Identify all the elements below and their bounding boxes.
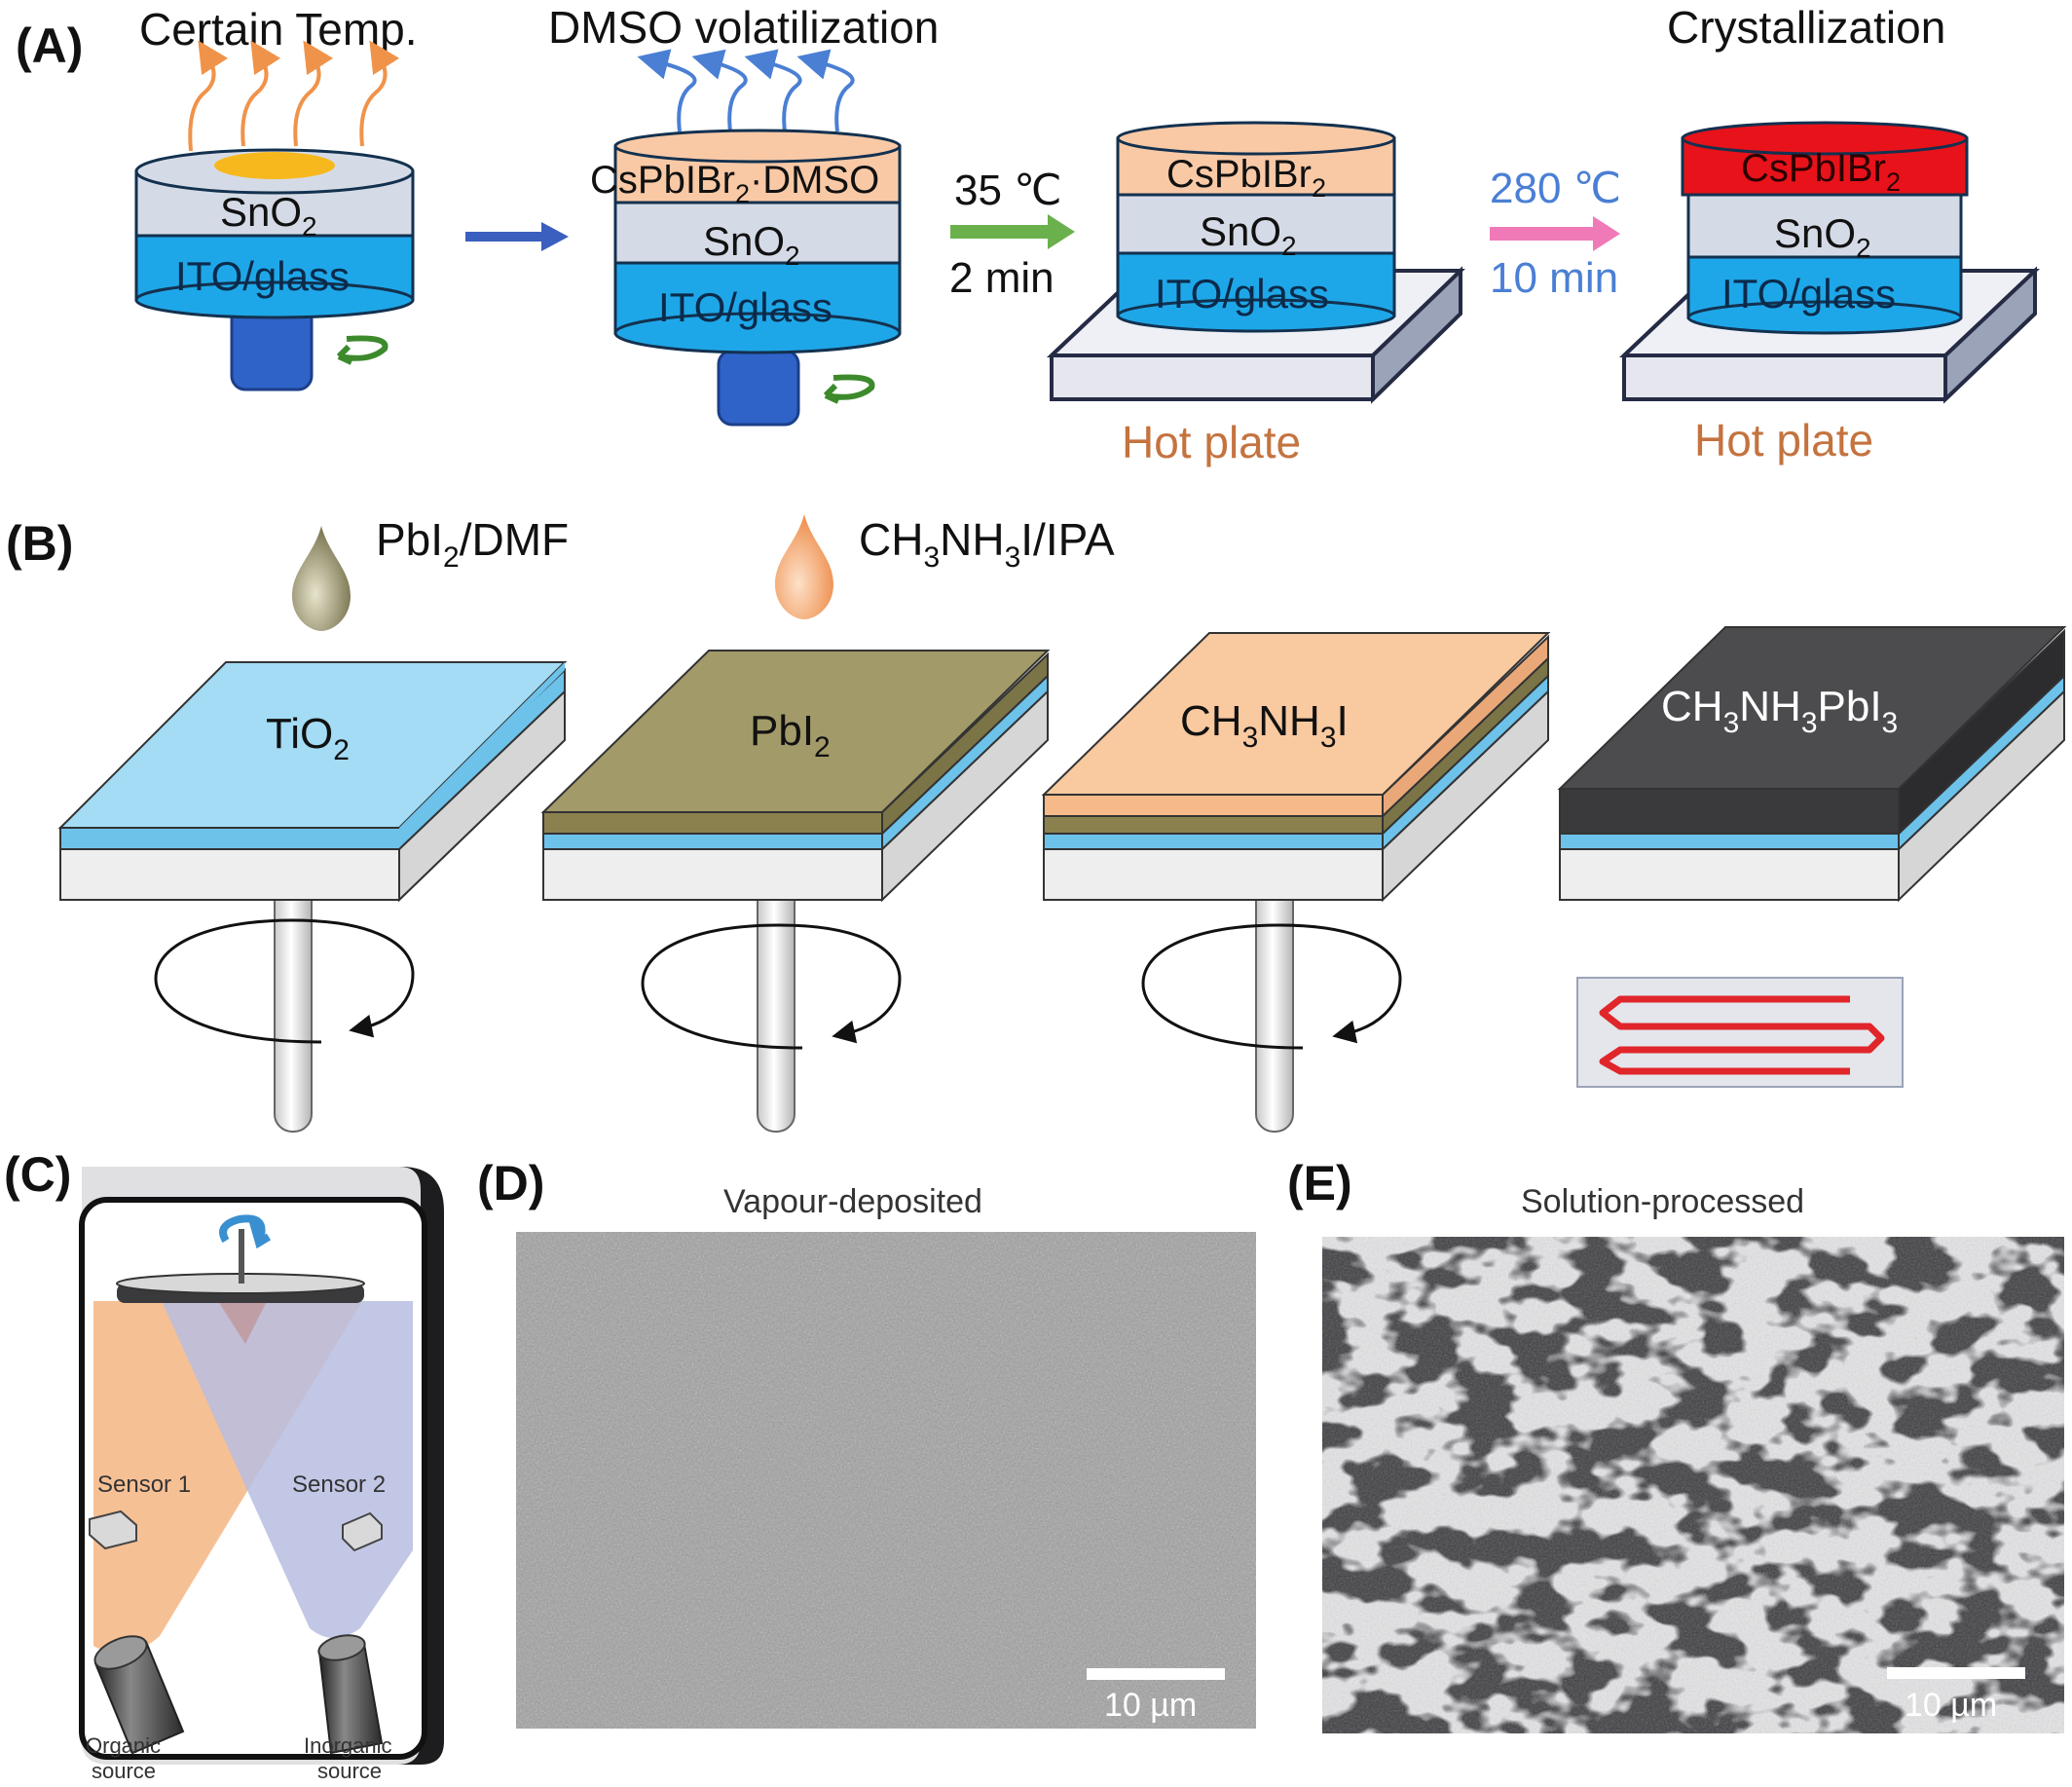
rotation-arrow xyxy=(1141,923,1402,1050)
hot-plate-label: Hot plate xyxy=(1694,415,1873,465)
heater-coil xyxy=(1599,995,1885,1075)
step2-stack: CsPbIBr2·DMSO SnO2 ITO/glass xyxy=(590,49,902,427)
panel-a: Certain Temp. DMSO volatilization Crysta… xyxy=(134,2,2041,467)
heat-arrow xyxy=(188,40,229,152)
mai-drop xyxy=(775,514,833,619)
drop2-label: CH3NH3I/IPA xyxy=(859,514,1115,574)
sno2-label: SnO2 xyxy=(1774,210,1871,263)
ito-label: ITO/glass xyxy=(658,284,832,330)
spin-rod xyxy=(1255,875,1294,1133)
panel-label-c: (C) xyxy=(4,1147,71,1202)
anneal1-time: 2 min xyxy=(949,254,1054,302)
spin-rod xyxy=(274,875,313,1133)
vapour-arrow xyxy=(796,49,855,132)
substrate-perovskite: CH3NH3PbI3 xyxy=(1557,626,2067,1088)
panel-label-a: (A) xyxy=(16,19,83,73)
ito-label: ITO/glass xyxy=(1721,271,1896,316)
rotation-arrow xyxy=(154,918,415,1044)
vapour-arrow xyxy=(691,49,748,132)
tio2-label: TiO2 xyxy=(266,710,350,766)
inorganic-label-1: Inorganic xyxy=(304,1733,392,1758)
spin-chuck xyxy=(717,349,800,427)
anneal1-temp: 35 ℃ xyxy=(954,167,1062,214)
sensor2-icon xyxy=(342,1511,383,1552)
rotation-icon xyxy=(336,335,388,365)
anneal2-temp: 280 ℃ xyxy=(1490,165,1621,212)
sno2-label: SnO2 xyxy=(220,189,317,242)
scale-label-d: 10 µm xyxy=(1104,1687,1197,1724)
film-label: CsPbIBr2 xyxy=(1166,153,1326,203)
perovskite-label: CH3NH3PbI3 xyxy=(1661,683,1898,739)
heat-arrow xyxy=(240,40,281,147)
drop1-label: PbI2/DMF xyxy=(376,514,569,574)
anneal2-time: 10 min xyxy=(1490,254,1618,302)
panel-label-d: (D) xyxy=(477,1156,544,1210)
step2-title: DMSO volatilization xyxy=(548,2,939,53)
panel-label-b: (B) xyxy=(6,516,73,571)
hot-plate-label: Hot plate xyxy=(1122,417,1301,467)
vapour-arrow xyxy=(637,49,697,132)
panel-e-title: Solution-processed xyxy=(1521,1183,1804,1220)
heat-arrow xyxy=(359,40,400,147)
sno2-label: SnO2 xyxy=(1200,208,1297,261)
panel-d-title: Vapour-deposited xyxy=(723,1183,982,1220)
panel-c: Sensor 1 Sensor 2 Organic source Inorgan… xyxy=(79,1167,444,1783)
step1-stack: SnO2 ITO/glass xyxy=(134,40,415,391)
sensor2-label: Sensor 2 xyxy=(292,1471,386,1498)
pbi2-label: PbI2 xyxy=(750,707,831,763)
rotation-arrow xyxy=(641,923,902,1050)
sem-image-solution xyxy=(1322,1237,2064,1733)
inorganic-beam xyxy=(162,1301,413,1638)
spin-rod xyxy=(757,875,796,1133)
panel-b: PbI2/DMF CH3NH3I/IPA TiO2 PbI2 xyxy=(57,514,2067,1133)
sensor1-icon xyxy=(89,1509,137,1550)
perovskite-top xyxy=(1557,626,2067,790)
substrate-mai: CH3NH3I xyxy=(1041,632,1551,1133)
step1-title: Certain Temp. xyxy=(139,4,418,55)
sno2-label: SnO2 xyxy=(703,218,800,271)
step3-stack: CsPbIBr2 SnO2 ITO/glass Hot plate xyxy=(1046,121,1465,467)
sno2-layer xyxy=(613,199,902,265)
vapour-arrow xyxy=(744,49,802,132)
intermediate-label: CsPbIBr2·DMSO xyxy=(590,159,879,208)
rotation-icon xyxy=(219,1214,272,1249)
substrate-pbi2: PbI2 xyxy=(540,650,1051,1133)
pbi2-top xyxy=(540,650,1051,813)
panel-label-e: (E) xyxy=(1287,1156,1352,1210)
sensor1-label: Sensor 1 xyxy=(97,1471,191,1498)
ito-label: ITO/glass xyxy=(175,253,350,299)
step4-title: Crystallization xyxy=(1667,2,1945,53)
sno2-layer xyxy=(1686,191,1963,259)
scale-label-e: 10 µm xyxy=(1905,1687,1997,1724)
mai-top xyxy=(1041,632,1551,796)
sno2-layer xyxy=(1116,191,1396,255)
substrate-tio2: TiO2 xyxy=(57,661,568,1133)
film-label: CsPbIBr2 xyxy=(1741,147,1901,197)
panel-d: Vapour-deposited 10 µm xyxy=(516,1183,1256,1729)
rotation-icon xyxy=(823,374,875,404)
scale-bar-e xyxy=(1887,1667,2025,1679)
scale-bar-d xyxy=(1087,1668,1225,1680)
pbi2-drop xyxy=(292,526,351,631)
mai-label: CH3NH3I xyxy=(1180,697,1349,754)
ito-label: ITO/glass xyxy=(1155,271,1329,316)
inorganic-label-2: source xyxy=(317,1759,382,1783)
organic-label-2: source xyxy=(92,1759,156,1783)
step4-stack: CsPbIBr2 SnO2 ITO/glass Hot plate xyxy=(1618,121,2041,465)
heat-arrow xyxy=(293,40,334,147)
organic-label-1: Organic xyxy=(86,1733,161,1758)
panel-e: Solution-processed 10 µm xyxy=(1322,1183,2064,1733)
precursor-drop xyxy=(214,152,335,179)
sem-image-vapour xyxy=(516,1232,1256,1729)
